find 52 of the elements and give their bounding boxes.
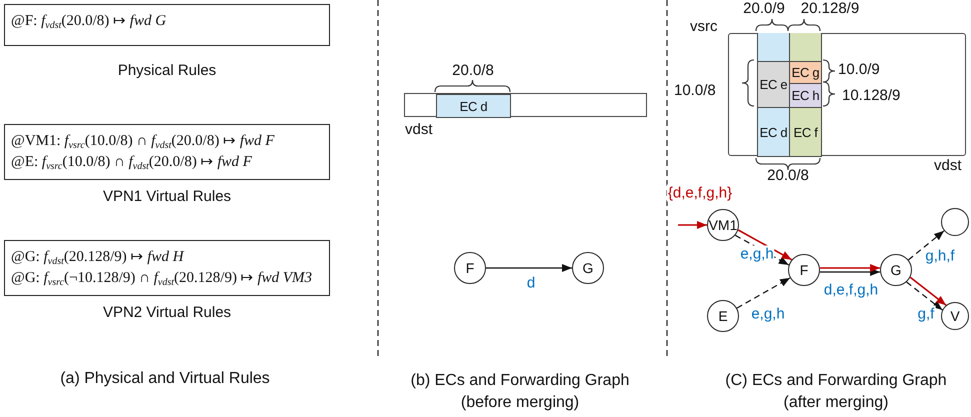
arrow xyxy=(486,264,572,272)
ec-region: EC f xyxy=(789,107,822,157)
axis-label: 10.128/9 xyxy=(842,87,900,104)
arrow xyxy=(820,264,880,272)
dashed-arrow xyxy=(906,282,943,310)
arrow xyxy=(910,276,947,306)
arrow xyxy=(678,221,707,229)
graph-node: G xyxy=(572,252,604,284)
address-bar xyxy=(404,93,647,117)
edge-label: e,g,h xyxy=(739,246,775,262)
graph-node: VM1 xyxy=(707,209,739,241)
axis-label: vdst xyxy=(405,121,433,138)
graph-node: F xyxy=(454,252,486,284)
rule-text: @E: f$_{vsrc}$(10.0/8) ∩ f$_{vdst}$(20.0/8) ↦ fwd F xyxy=(11,153,253,173)
graph-node: E xyxy=(707,300,739,332)
graph-node: F xyxy=(788,254,820,286)
axis-label: 10.0/9 xyxy=(838,61,880,78)
edge-label: e,g,h xyxy=(750,306,786,322)
rule-text: @G: f$_{vsrc}$(¬10.128/9) ∩ f$_{vdst}$(20.128/9) ↦ fwd VM3 xyxy=(11,269,314,289)
rule-group-caption: VPN1 Virtual Rules xyxy=(102,188,232,205)
axis-label: 20.0/8 xyxy=(767,167,809,184)
arrow xyxy=(820,268,880,276)
graph-node: G xyxy=(880,254,912,286)
axis-label: vdst xyxy=(934,157,962,174)
axis-label: 20.128/9 xyxy=(800,0,860,17)
figure-caption: (a) Physical and Virtual Rules xyxy=(60,370,270,388)
arrow xyxy=(738,229,792,260)
rule-group-caption: Physical Rules xyxy=(118,62,216,79)
rule-text: @G: f$_{vdst}$(20.128/9) ↦ fwd H xyxy=(11,248,186,268)
dashed-arrow xyxy=(908,230,944,260)
figure-caption: (b) ECs and Forwarding Graph (before merging) xyxy=(410,371,630,413)
dashed-arrow xyxy=(736,277,790,309)
rule-text: @F: f$_{vdst}$(20.0/8) ↦ fwd G xyxy=(11,12,168,32)
ec-region: EC g xyxy=(789,61,822,84)
edge-label: g,h,f xyxy=(924,248,956,264)
graph-node: V xyxy=(941,302,969,330)
edge-label: {d,e,f,g,h} xyxy=(666,184,734,202)
ec-region: EC d xyxy=(436,94,511,118)
figure-caption: (C) ECs and Forwarding Graph (after merging) xyxy=(724,371,948,413)
edge-label: g,f xyxy=(916,306,936,322)
graph-node xyxy=(941,208,969,236)
axis-label: 20.0/8 xyxy=(452,62,494,79)
ec-region: EC d xyxy=(757,107,790,157)
rule-text: @VM1: f$_{vsrc}$(10.0/8) ∩ f$_{vdst}$(20.0/8) ↦ fwd F xyxy=(11,132,276,152)
edge-label: d,e,f,g,h xyxy=(822,282,880,298)
axis-label: vsrc xyxy=(690,18,718,35)
ec-region: EC e xyxy=(757,61,790,108)
ec-region: EC h xyxy=(789,83,822,108)
rule-group-caption: VPN2 Virtual Rules xyxy=(102,304,232,321)
axis-label: 10.0/8 xyxy=(674,82,716,99)
axis-label: 20.0/9 xyxy=(743,0,785,17)
address-space-rect xyxy=(728,33,966,156)
